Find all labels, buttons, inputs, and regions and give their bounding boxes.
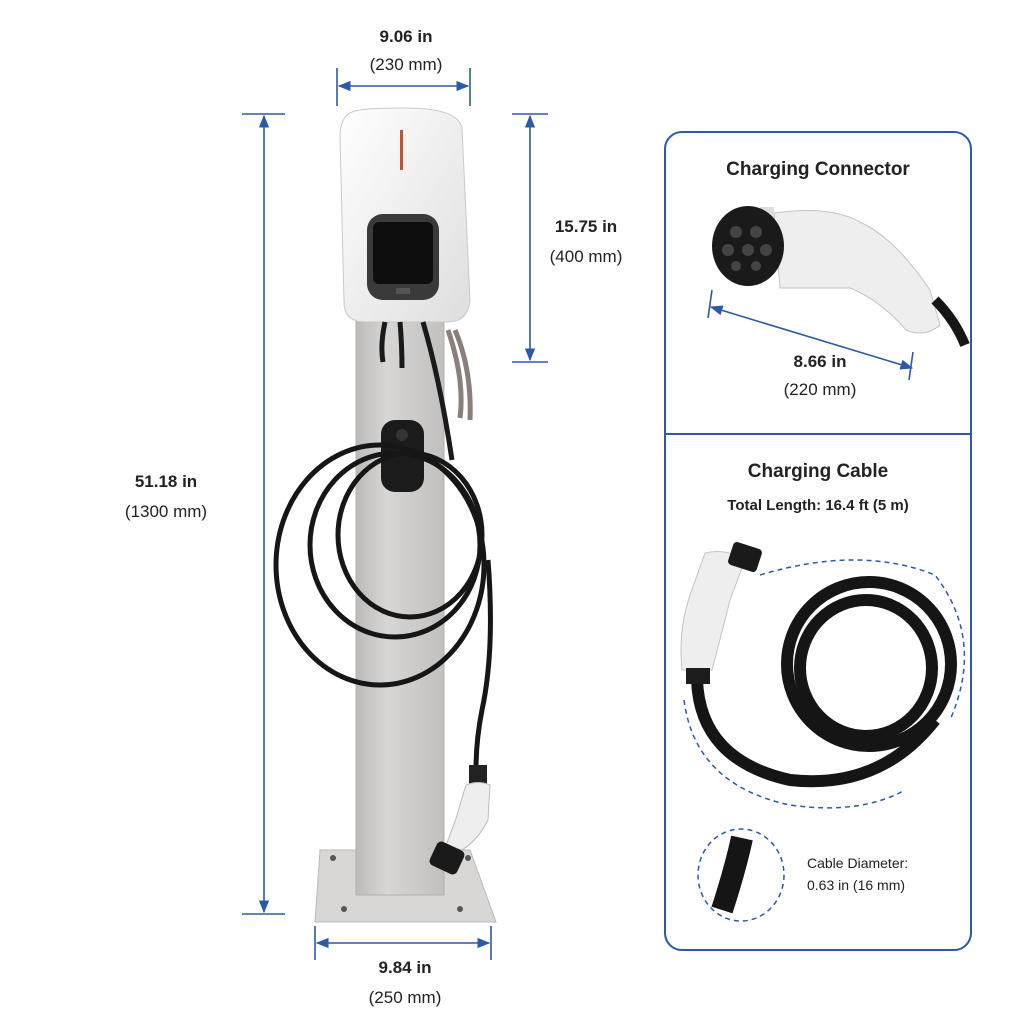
unit-height-value: 15.75 in xyxy=(554,217,618,236)
connector-length-sub: (220 mm) xyxy=(783,380,857,399)
cable-coil xyxy=(273,442,493,771)
total-height-value: 51.18 in xyxy=(134,472,198,491)
base-width-sub: (250 mm) xyxy=(368,988,442,1007)
total-height-sub: (1300 mm) xyxy=(124,502,208,521)
base-width-label: 9.84 in (250 mm) xyxy=(345,957,465,1009)
cable-diameter-title: Cable Diameter: xyxy=(807,855,909,871)
dimension-lines xyxy=(242,68,548,960)
info-panel: Charging Connector 8.66 in (220 mm) Char… xyxy=(664,131,972,951)
connector-holster xyxy=(381,420,424,492)
top-width-sub: (230 mm) xyxy=(369,55,443,74)
connector-photo xyxy=(707,206,970,381)
charger-unit xyxy=(339,107,471,323)
hanging-connector xyxy=(429,765,491,875)
cable-title: Charging Cable xyxy=(747,461,889,482)
unit-cables xyxy=(379,321,455,461)
top-width-value: 9.06 in xyxy=(379,27,433,46)
top-width-label: 9.06 in (230 mm) xyxy=(346,26,466,76)
total-height-label: 51.18 in (1300 mm) xyxy=(106,471,226,523)
connector-title: Charging Connector xyxy=(726,159,910,180)
connector-length-value: 8.66 in xyxy=(793,352,847,371)
cable-diameter-label: Cable Diameter: 0.63 in (16 mm) xyxy=(807,852,908,896)
connector-length-label: 8.66 in (220 mm) xyxy=(750,351,890,401)
cable-diameter-value: 0.63 in (16 mm) xyxy=(807,877,906,893)
unit-height-sub: (400 mm) xyxy=(549,247,623,266)
panel-divider xyxy=(666,433,970,435)
cable-photo xyxy=(680,541,966,922)
grey-cable xyxy=(445,329,473,421)
unit-height-label: 15.75 in (400 mm) xyxy=(526,216,646,268)
base-width-value: 9.84 in xyxy=(378,958,432,977)
cable-total-length: Total Length: 16.4 ft (5 m) xyxy=(727,497,909,514)
